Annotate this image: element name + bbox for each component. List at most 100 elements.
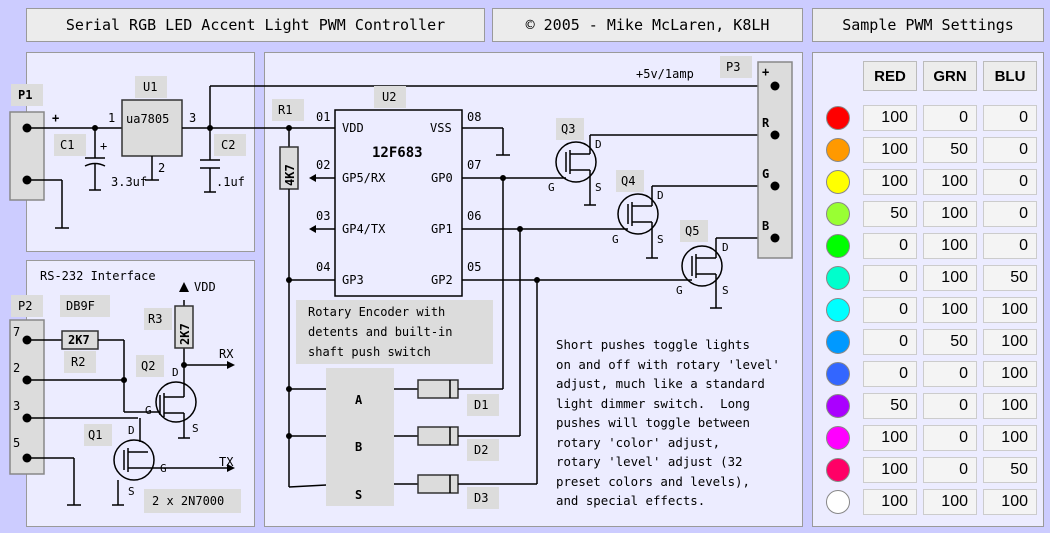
gp1-pin-label: GP1 bbox=[431, 222, 453, 236]
q5-gate-label: G bbox=[676, 284, 683, 297]
q2-drain-label: D bbox=[172, 366, 179, 379]
switch-a-label: A bbox=[355, 393, 363, 407]
red-value: 100 bbox=[863, 169, 917, 195]
green-value: 100 bbox=[923, 489, 977, 515]
copyright-box: © 2005 - Mike McLaren, K8LH bbox=[492, 8, 803, 42]
u1-part: ua7805 bbox=[126, 112, 169, 126]
r1-label: R1 bbox=[278, 103, 292, 117]
note-line: rotary 'color' adjust, bbox=[556, 434, 721, 450]
c1-value: 3.3uf bbox=[111, 175, 147, 189]
r3-value: 2K7 bbox=[178, 323, 192, 345]
c2-label: C2 bbox=[221, 138, 235, 152]
note-line: adjust, much like a standard bbox=[556, 376, 765, 391]
p3-green-label: G bbox=[762, 167, 769, 181]
blue-value: 100 bbox=[983, 393, 1037, 419]
red-value: 0 bbox=[863, 361, 917, 387]
p3-label: P3 bbox=[726, 60, 740, 74]
p2-pin3: 3 bbox=[13, 399, 20, 413]
color-swatch bbox=[826, 202, 850, 226]
p3-plus-label: + bbox=[762, 65, 769, 79]
blue-value: 100 bbox=[983, 329, 1037, 355]
db9-label: DB9F bbox=[66, 299, 95, 313]
q4-drain-label: D bbox=[657, 189, 664, 202]
note-line: rotary 'level' adjust (32 bbox=[556, 454, 743, 469]
green-value: 100 bbox=[923, 297, 977, 323]
color-swatch bbox=[826, 330, 850, 354]
blue-value: 100 bbox=[983, 425, 1037, 451]
p2-pin2: 2 bbox=[13, 361, 20, 375]
note-line: preset colors and levels), bbox=[556, 473, 750, 489]
encoder-line-2: detents and built-in bbox=[308, 325, 453, 339]
color-swatch bbox=[826, 170, 850, 194]
encoder-line-3: shaft push switch bbox=[308, 345, 431, 359]
q3-label: Q3 bbox=[561, 122, 575, 136]
red-value: 0 bbox=[863, 233, 917, 259]
encoder-line-1: Rotary Encoder with bbox=[308, 305, 445, 319]
pin06-label: 06 bbox=[467, 209, 481, 223]
green-value: 0 bbox=[923, 457, 977, 483]
q3-source-label: S bbox=[595, 181, 602, 194]
gp4-pin-label: GP4/TX bbox=[342, 222, 386, 236]
green-value: 100 bbox=[923, 201, 977, 227]
blue-value: 0 bbox=[983, 169, 1037, 195]
q3-drain-label: D bbox=[595, 138, 602, 151]
green-value: 100 bbox=[923, 169, 977, 195]
u1-pin2: 2 bbox=[158, 161, 165, 175]
green-value: 50 bbox=[923, 137, 977, 163]
red-value: 100 bbox=[863, 137, 917, 163]
gp2-pin-label: GP2 bbox=[431, 273, 453, 287]
gp0-pin-label: GP0 bbox=[431, 171, 453, 185]
red-value: 50 bbox=[863, 393, 917, 419]
color-swatch bbox=[826, 298, 850, 322]
vss-pin-label: VSS bbox=[430, 121, 452, 135]
q2-gate-label: G bbox=[145, 404, 152, 417]
supply-label: +5v/1amp bbox=[636, 67, 694, 81]
usage-note: Short pushes toggle lights on and off wi… bbox=[556, 335, 801, 511]
blue-value: 0 bbox=[983, 137, 1037, 163]
q1-source-label: S bbox=[128, 485, 135, 498]
green-value: 0 bbox=[923, 393, 977, 419]
red-value: 100 bbox=[863, 489, 917, 515]
d3-label: D3 bbox=[474, 491, 488, 505]
q5-label: Q5 bbox=[685, 224, 699, 238]
red-value: 100 bbox=[863, 457, 917, 483]
blue-value: 0 bbox=[983, 105, 1037, 131]
d2-label: D2 bbox=[474, 443, 488, 457]
green-value: 0 bbox=[923, 425, 977, 451]
u1-label: U1 bbox=[143, 80, 157, 94]
c1-polarity-label: + bbox=[100, 139, 107, 153]
color-swatch bbox=[826, 138, 850, 162]
vdd-label: VDD bbox=[194, 280, 216, 294]
copyright-text: © 2005 - Mike McLaren, K8LH bbox=[525, 16, 770, 34]
u2-label: U2 bbox=[382, 90, 396, 104]
green-value: 100 bbox=[923, 265, 977, 291]
q1-drain-label: D bbox=[128, 424, 135, 437]
pin03-label: 03 bbox=[316, 209, 330, 223]
q4-source-label: S bbox=[657, 233, 664, 246]
green-value: 0 bbox=[923, 105, 977, 131]
blue-value: 0 bbox=[983, 233, 1037, 259]
p2-pin5: 5 bbox=[13, 436, 20, 450]
blue-value: 50 bbox=[983, 265, 1037, 291]
title-box: Serial RGB LED Accent Light PWM Controll… bbox=[26, 8, 485, 42]
pin04-label: 04 bbox=[316, 260, 330, 274]
header-blue: BLU bbox=[983, 61, 1037, 91]
note-line: on and off with rotary 'level' bbox=[556, 356, 780, 372]
green-value: 100 bbox=[923, 233, 977, 259]
rs232-title: RS-232 Interface bbox=[40, 269, 156, 283]
color-swatch bbox=[826, 106, 850, 130]
pin02-label: 02 bbox=[316, 158, 330, 172]
q2-label: Q2 bbox=[141, 359, 155, 373]
p2-pin7: 7 bbox=[13, 325, 20, 339]
